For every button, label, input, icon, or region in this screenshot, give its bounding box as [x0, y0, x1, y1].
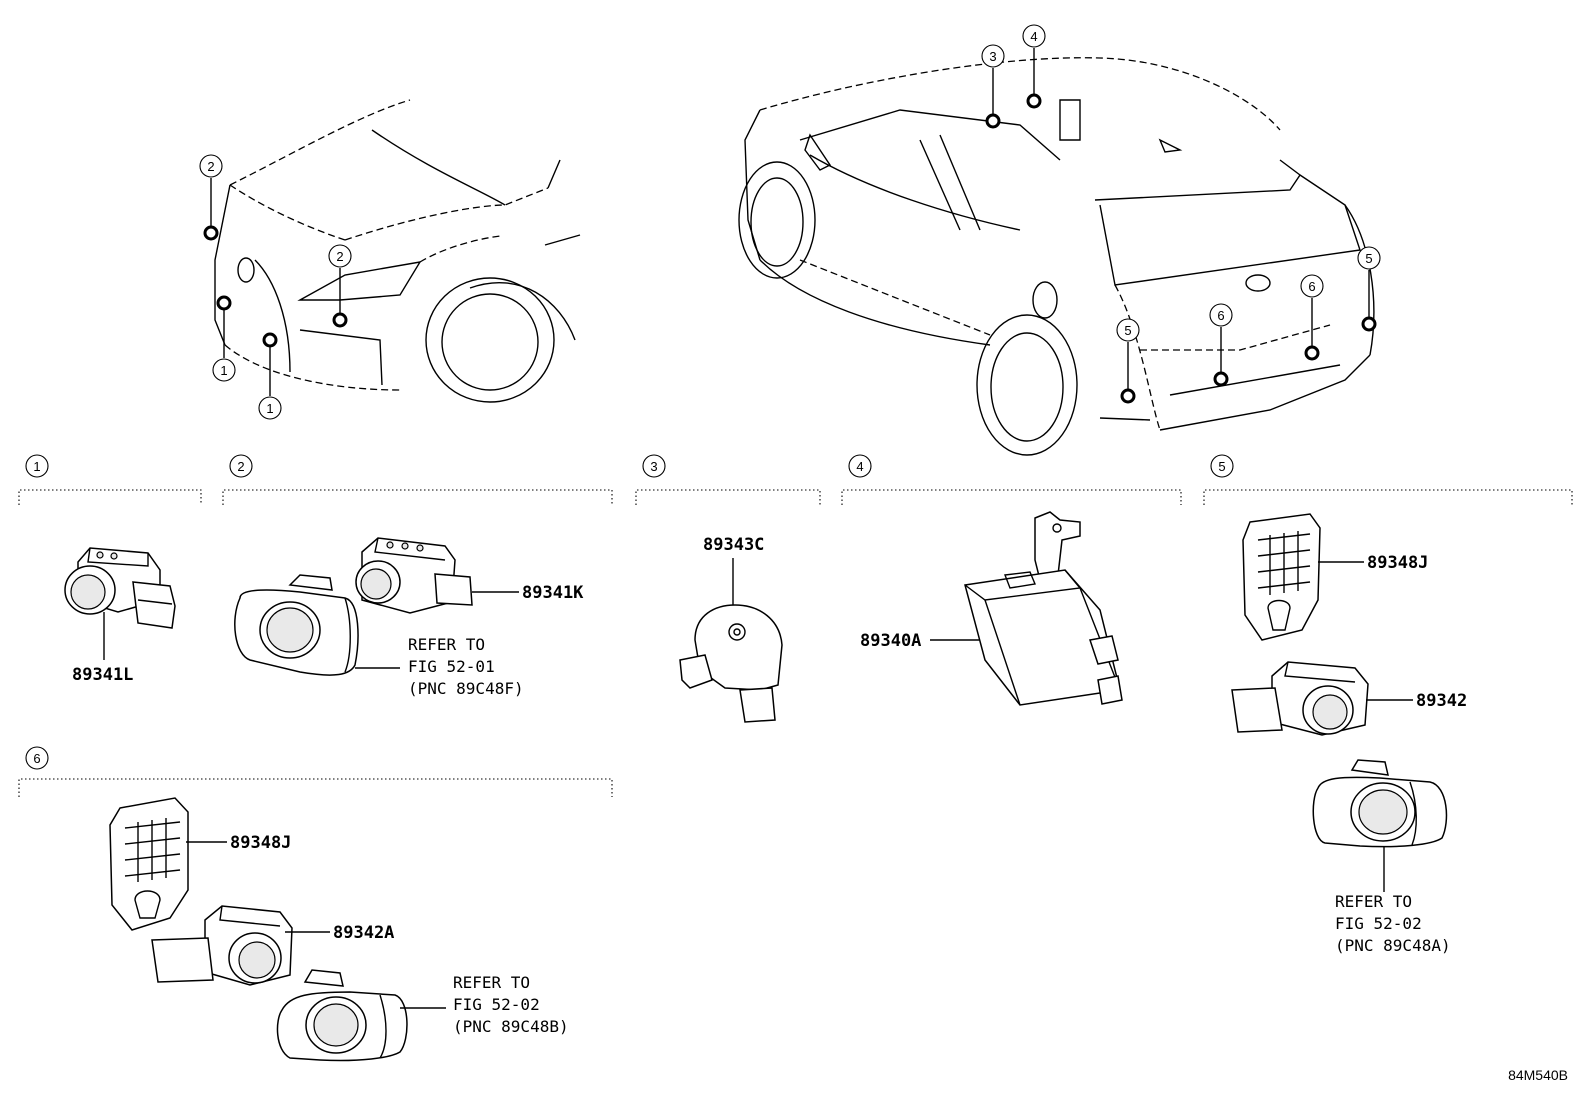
part-label-89341K: 89341K — [522, 583, 584, 603]
refer-note-section-2-line-1: REFER TO — [408, 635, 485, 654]
section-5-number: 5 — [1218, 459, 1225, 474]
rear-sensor-dot-4 — [1026, 93, 1042, 109]
part-label-89341L: 89341L — [72, 665, 133, 685]
refer-note-section-6-line-3: (PNC 89C48B) — [453, 1017, 569, 1036]
front-sensor-dot-1b — [262, 332, 278, 348]
sensor-89341L-drawing — [64, 547, 176, 629]
rear-callout-3: 3 — [989, 49, 996, 64]
section-headers: 1 2 3 4 5 6 — [18, 454, 1573, 797]
rear-sensor-dot-5a — [1120, 388, 1136, 404]
refer-note-section-6-line-2: FIG 52-02 — [453, 995, 540, 1014]
rear-callout-4: 4 — [1030, 29, 1037, 44]
front-sensor-dot-2b — [332, 312, 348, 328]
refer-note-section-2-line-3: (PNC 89C48F) — [408, 679, 524, 698]
diagram-code: 84M540B — [1508, 1067, 1568, 1083]
section-3-number: 3 — [650, 459, 657, 474]
section-6-number: 6 — [33, 751, 40, 766]
section-3-parts: 89343C — [679, 535, 783, 723]
section-5-parts: 89348J 89342 REFER TO FIG 52-02 (PNC 89C… — [1231, 513, 1467, 955]
rear-sensor-dot-5b — [1361, 316, 1377, 332]
front-callout-1b: 1 — [266, 401, 273, 416]
sensor-89342-drawing — [1231, 661, 1369, 736]
part-label-89348J-section-5: 89348J — [1367, 553, 1428, 573]
section-4-parts: 89340A — [860, 511, 1123, 706]
section-6-parts: 89348J 89342A REFER TO FIG 52-02 (PNC 89… — [109, 797, 569, 1062]
bracket-89348J-section-5-drawing — [1242, 513, 1321, 641]
refer-note-section-5-line-2: FIG 52-02 — [1335, 914, 1422, 933]
part-label-89342A: 89342A — [333, 923, 394, 943]
sensor-89341K-drawing — [355, 537, 473, 614]
sensor-89342A-drawing — [151, 905, 293, 986]
sensor-89343C-drawing — [679, 604, 783, 723]
refer-note-section-5-line-3: (PNC 89C48A) — [1335, 936, 1451, 955]
rear-callout-6b: 6 — [1308, 279, 1315, 294]
rear-sensor-dot-6b — [1304, 345, 1320, 361]
refer-note-section-6-line-1: REFER TO — [453, 973, 530, 992]
front-callout-2a: 2 — [207, 159, 214, 174]
front-callout-2b: 2 — [336, 249, 343, 264]
rear-callout-6a: 6 — [1217, 308, 1224, 323]
rear-vehicle-view: 3 4 5 6 6 5 — [738, 24, 1381, 456]
rear-sensor-dot-3 — [985, 113, 1001, 129]
section-2-parts: 89341K REFER TO FIG 52-01 (PNC 89C48F) — [234, 537, 584, 698]
rear-sensor-dot-6a — [1213, 371, 1229, 387]
part-label-89340A: 89340A — [860, 631, 921, 651]
refer-note-section-2-line-2: FIG 52-01 — [408, 657, 495, 676]
front-callout-1a: 1 — [220, 363, 227, 378]
part-label-89342: 89342 — [1416, 691, 1467, 711]
rear-callout-5a: 5 — [1124, 323, 1131, 338]
bezel-drawing-section-2 — [234, 574, 359, 676]
part-label-89343C: 89343C — [703, 535, 764, 555]
front-vehicle-view: 2 1 1 2 — [199, 99, 581, 420]
section-1-number: 1 — [33, 459, 40, 474]
front-sensor-dot-1a — [216, 295, 232, 311]
front-sensor-dot-2a — [203, 225, 219, 241]
rear-callout-5b: 5 — [1365, 251, 1372, 266]
control-module-89340A-drawing — [964, 511, 1123, 706]
section-4-number: 4 — [856, 459, 863, 474]
refer-note-section-5-line-1: REFER TO — [1335, 892, 1412, 911]
section-2-number: 2 — [237, 459, 244, 474]
section-1-parts: 89341L — [64, 547, 176, 685]
bezel-drawing-section-5 — [1312, 759, 1448, 848]
bezel-drawing-section-6 — [276, 969, 408, 1062]
bracket-89348J-section-6-drawing — [109, 797, 189, 931]
part-label-89348J-section-6: 89348J — [230, 833, 291, 853]
